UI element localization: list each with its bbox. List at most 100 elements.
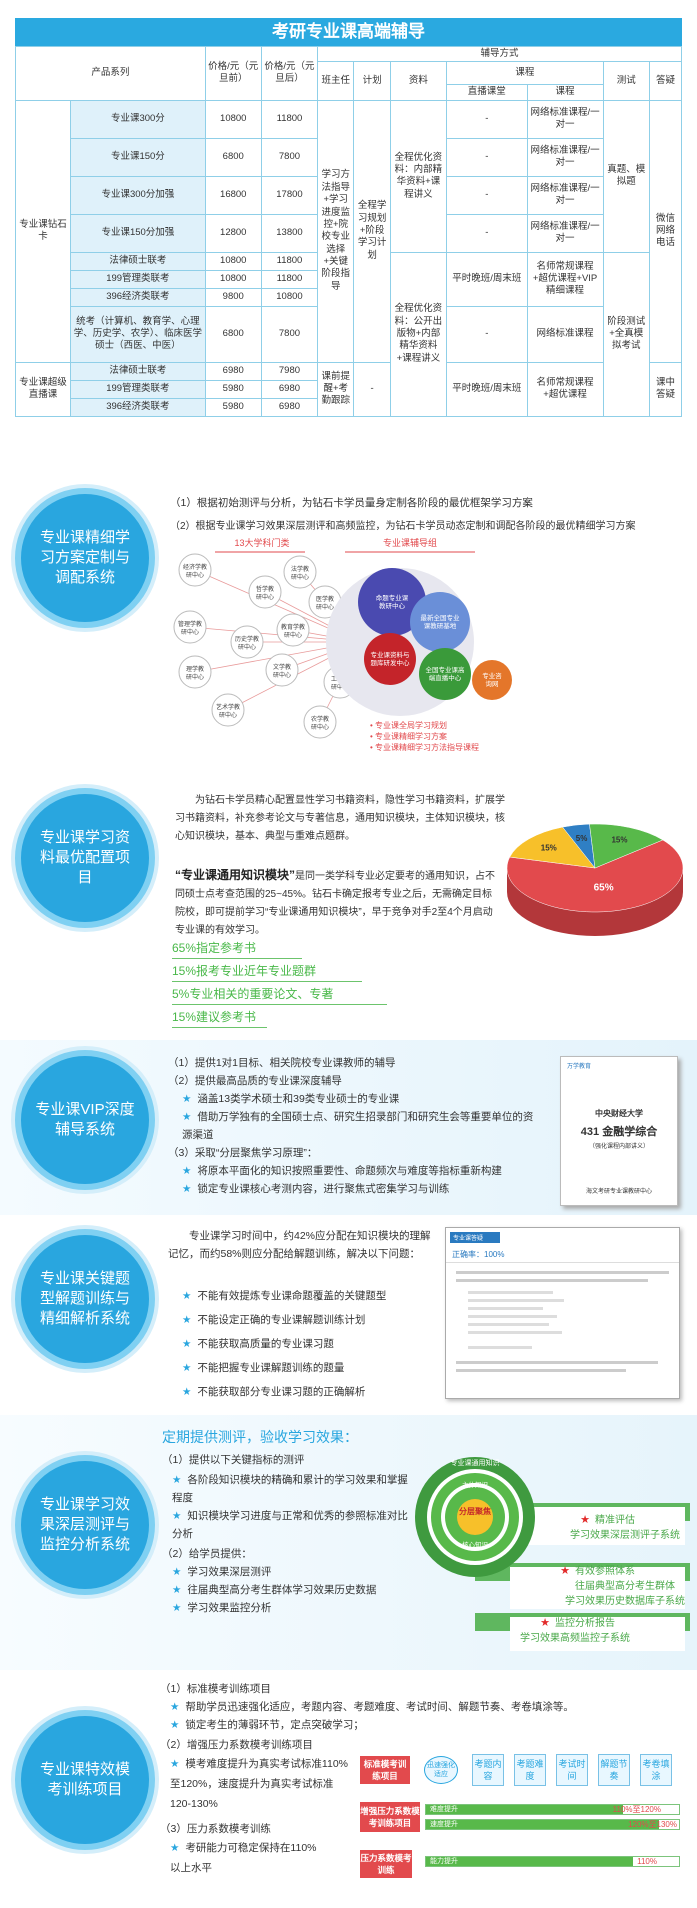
cell-material1: 全程优化资料：内部精华资料+课程讲义: [389, 99, 448, 253]
eval-point-sub: 学习效果高频监控子系统: [520, 1631, 630, 1644]
header-price-before: 价格/元（元旦前）: [204, 46, 262, 101]
row-price1: 9800: [204, 287, 262, 307]
list-text: 锁定考生的薄弱环节，定点突破学习；: [185, 1719, 364, 1731]
group-circle-label: 询网: [486, 679, 499, 688]
header-product: 产品系列: [15, 46, 206, 101]
eval-point-sub: 学习效果深层测评子系统: [570, 1528, 680, 1541]
star-icon: ★: [182, 1290, 192, 1302]
list-text: 帮助学员迅速强化适应，考题内容、考题难度、考试时间、解题节奏、考卷填涂等。: [185, 1701, 574, 1713]
cell-live: -: [446, 99, 528, 139]
list-text: 模考难度提升为真实考试标准110%至120%，速度提升为真实考试标准120-13…: [170, 1758, 348, 1810]
flow-step: 考题内容: [472, 1754, 504, 1786]
svg-text:研中心: 研中心: [256, 593, 274, 601]
progress-fill: [426, 1857, 634, 1866]
text-line: （2）增强压力系数模考训练项目: [160, 1739, 313, 1751]
eval-point-title: 监控分析报告: [555, 1616, 615, 1629]
svg-text:理学教: 理学教: [186, 665, 204, 673]
row-price2: 7800: [260, 137, 319, 177]
svg-text:研中心: 研中心: [186, 673, 204, 681]
header-master: 班主任: [317, 61, 355, 101]
pie-slice: [506, 839, 684, 913]
mock-box: 增强压力系数模考训练项目: [360, 1802, 420, 1832]
label-group: 专业课辅导组: [383, 537, 437, 548]
cell-test1: 真题、模拟题: [602, 99, 650, 253]
screenshot-tab: 专业课答疑: [450, 1232, 500, 1243]
svg-text:研中心: 研中心: [186, 571, 204, 579]
row-name: 396经济类联考: [70, 397, 206, 417]
bar-value: 110%: [637, 1857, 657, 1866]
row-name: 199管理类联考: [70, 379, 206, 399]
progress-fill: [426, 1805, 624, 1814]
eval-point-sub: 学习效果历史数据库子系统: [565, 1594, 685, 1607]
intro-text: 为钻石卡学员精心配置显性学习书籍资料，隐性学习书籍资料，扩展学习书籍资料，补充参…: [175, 795, 505, 842]
svg-text:管理学教: 管理学教: [178, 620, 202, 628]
row-price2: 11800: [260, 269, 319, 289]
pie-slice-label: 65%: [594, 882, 614, 893]
group-circle-label: 教研中心: [379, 601, 406, 610]
book-title: 431 金融学综合: [580, 1126, 658, 1138]
row-name: 199管理类联考: [70, 269, 206, 289]
cell-live: -: [446, 213, 528, 253]
svg-text:艺术学教: 艺术学教: [216, 703, 240, 711]
list-item: ★模考难度提升为真实考试标准110%至120%，速度提升为真实考试标准120-1…: [170, 1754, 350, 1814]
star-icon: ★: [172, 1584, 182, 1596]
cell-course-b: 网络标准课程: [526, 305, 604, 363]
progress-bar: 速度提升 120%至130%: [425, 1819, 680, 1830]
text-line: （1）提供以下关键指标的测评: [162, 1454, 305, 1466]
pie-legend-item: 65%指定参考书: [172, 939, 302, 959]
svg-text:★: ★: [580, 1514, 590, 1526]
eval-heading: 定期提供测评，验收学习效果：: [162, 1429, 358, 1445]
list-item: ★不能获取部分专业课习题的正确解析: [182, 1383, 365, 1401]
svg-text:★: ★: [560, 1565, 570, 1577]
list-item: ★知识模块学习进度与正常和优秀的参照标准对比分析: [172, 1507, 412, 1543]
legend-item: • 专业课精细学习方案: [370, 731, 447, 741]
header-answer: 答疑: [648, 61, 683, 101]
group-circle-label: 课教研基地: [424, 621, 457, 630]
text-span: 是同一类学科专业必定要考的通用知识，占不同硕士点考查范围的25~45%。钻石卡确…: [175, 871, 496, 936]
list-text: 不能设定正确的专业课解题训练计划: [197, 1314, 366, 1326]
mock-box: 标准模考训练项目: [360, 1756, 410, 1784]
section-bubble: 专业课关键题型解题训练与精细解析系统: [15, 1229, 155, 1369]
list-item: ★不能把握专业课解题训练的题量: [182, 1359, 344, 1377]
list-text: 考研能力可稳定保持在110%以上水平: [170, 1842, 317, 1874]
cell-course: 网络标准课程/一对一: [526, 213, 604, 253]
cell-master2: 课前提醒+考勤跟踪: [317, 361, 355, 417]
cell-course: 网络标准课程/一对一: [526, 137, 604, 177]
text-line: （3）压力系数模考训练: [160, 1823, 271, 1835]
pie-slice-label: 15%: [541, 844, 557, 853]
svg-text:研中心: 研中心: [331, 683, 349, 691]
list-text: 学习效果深层测评: [187, 1566, 272, 1578]
pie-slice: [589, 823, 664, 869]
cell-live: -: [446, 175, 528, 215]
list-text: 不能获取高质量的专业课习题: [197, 1338, 334, 1350]
intro-text: “专业课通用知识模块”是同一类学科专业必定要考的通用知识，占不同硕士点考查范围的…: [175, 866, 500, 940]
product-table: 产品系列 价格/元（元旦前） 价格/元（元旦后） 辅导方式 班主任 计划 资料 …: [14, 45, 683, 417]
header-course: 课程: [446, 61, 604, 86]
screenshot-rate: 正确率：100%: [446, 1247, 679, 1263]
group-material-circle: [364, 633, 416, 685]
pie-slice: [509, 826, 596, 869]
row-name: 法律硕士联考: [70, 361, 206, 381]
text-line: （1）根据初始测评与分析，为钻石卡学员量身定制各阶段的最优框架学习方案: [170, 497, 533, 509]
group-diamond: 专业课钻石卡: [14, 99, 72, 363]
cell-plan2: -: [353, 361, 391, 417]
svg-text:农学教: 农学教: [311, 715, 329, 723]
group-core-circle: [358, 568, 426, 636]
row-name: 专业课150分: [70, 137, 206, 177]
svg-text:研中心: 研中心: [311, 723, 329, 731]
cell-material2: 全程优化资料：公开出版物+内部精华资料+课程讲义: [389, 251, 448, 417]
answer-screenshot: 专业课答疑 正确率：100%: [445, 1227, 680, 1399]
flow-step: 解题节奏: [598, 1754, 630, 1786]
row-price2: 7980: [260, 361, 319, 381]
text-line: （1）提供1对1目标、相关院校专业课教师的辅导: [168, 1057, 396, 1069]
row-price1: 10800: [204, 269, 262, 289]
text-line: （2）给学员提供：: [162, 1548, 252, 1560]
list-text: 不能把握专业课解题训练的题量: [197, 1362, 345, 1374]
svg-text:研中心: 研中心: [291, 573, 309, 581]
row-price2: 17800: [260, 175, 319, 215]
row-price2: 13800: [260, 213, 319, 253]
